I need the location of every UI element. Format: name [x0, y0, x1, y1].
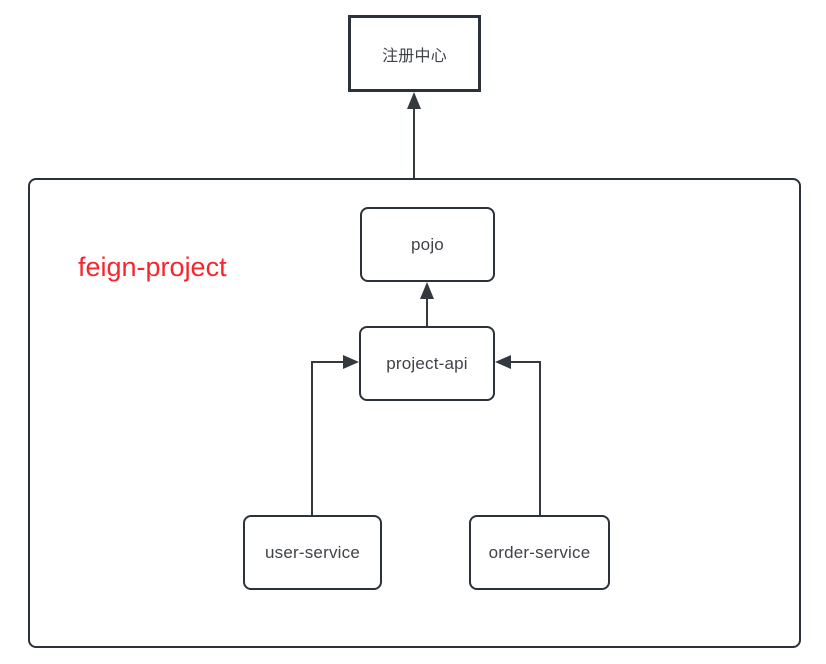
arrowhead-up-icon [407, 92, 421, 109]
arrowhead-left-icon [495, 355, 511, 369]
feign-project-container [28, 178, 801, 648]
feign-project-label: feign-project [78, 252, 227, 282]
edge-order-service-to-project-api-horizontal [510, 361, 541, 363]
arrowhead-up-icon [420, 282, 434, 299]
project-api-node: project-api [359, 326, 495, 401]
edge-feign-project-to-registry-line [413, 106, 415, 178]
user-service-node: user-service [243, 515, 382, 590]
edge-user-service-to-project-api-vertical [311, 361, 313, 516]
order-service-node: order-service [469, 515, 610, 590]
arrowhead-right-icon [343, 355, 359, 369]
edge-user-service-to-project-api-horizontal [311, 361, 345, 363]
edge-order-service-to-project-api-vertical [539, 361, 541, 516]
project-api-node-label: project-api [386, 353, 468, 373]
user-service-node-label: user-service [265, 542, 360, 562]
order-service-node-label: order-service [488, 542, 591, 562]
registry-center-node: 注册中心 [348, 15, 481, 92]
edge-project-api-to-pojo-line [426, 296, 428, 326]
registry-center-node-label: 注册中心 [382, 47, 447, 65]
pojo-node-label: pojo [411, 234, 444, 254]
pojo-node: pojo [360, 207, 495, 282]
